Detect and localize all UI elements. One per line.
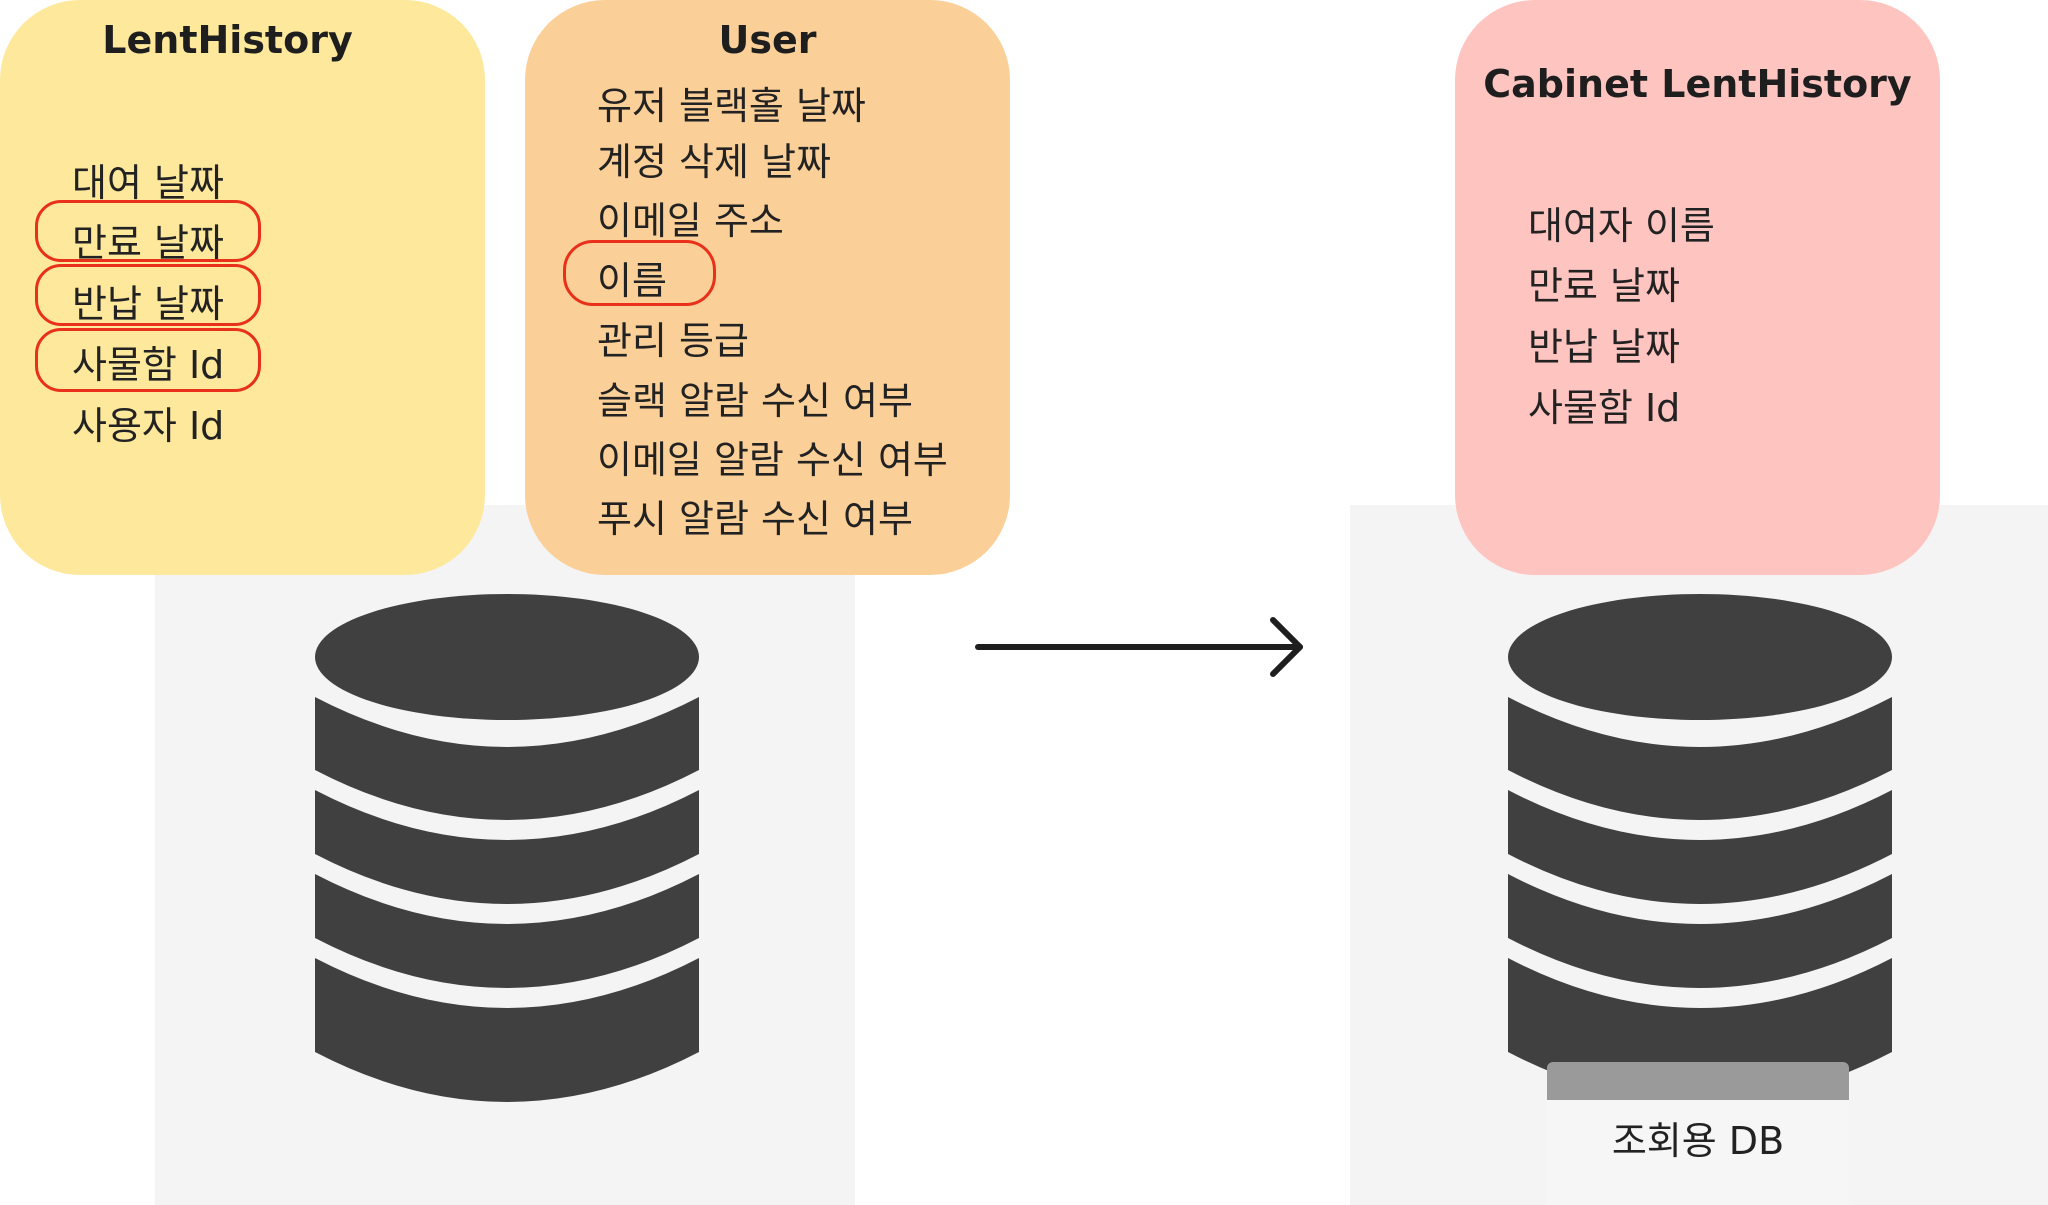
right-arrow-icon <box>975 617 1303 677</box>
cabinet-field: 대여자 이름 <box>1528 204 1715 248</box>
user-field: 이름 <box>597 259 667 303</box>
user-field: 유저 블랙홀 날짜 <box>597 84 866 128</box>
lenthistory-field: 사물함 Id <box>72 343 225 387</box>
lenthistory-field: 만료 날짜 <box>72 221 224 265</box>
user-field: 관리 등급 <box>597 319 749 363</box>
highlight-ring <box>35 328 261 392</box>
lenthistory-card-title: LentHistory <box>102 18 353 62</box>
user-field: 계정 삭제 날짜 <box>597 140 831 184</box>
user-field: 이메일 알람 수신 여부 <box>597 438 948 482</box>
user-card-title: User <box>718 18 817 62</box>
lenthistory-card: LentHistory 대여 날짜 만료 날짜 반납 날짜 사물함 Id 사용자… <box>0 0 485 575</box>
cabinet-lenthistory-card-title: Cabinet LentHistory <box>1483 62 1912 106</box>
cabinet-field: 만료 날짜 <box>1528 264 1680 308</box>
cabinet-lenthistory-card: Cabinet LentHistory 대여자 이름 만료 날짜 반납 날짜 사… <box>1455 0 1940 575</box>
cabinet-field: 사물함 Id <box>1528 386 1681 430</box>
database-icon <box>315 594 699 1102</box>
highlight-ring <box>35 264 261 326</box>
user-field: 슬랙 알람 수신 여부 <box>597 379 913 423</box>
database-icon <box>1508 594 1892 1102</box>
user-field: 푸시 알람 수신 여부 <box>597 497 913 541</box>
cabinet-field: 반납 날짜 <box>1528 325 1680 369</box>
highlight-ring <box>563 240 716 306</box>
user-field: 이메일 주소 <box>597 199 784 243</box>
db-label: 조회용 DB <box>1611 1119 1785 1163</box>
highlight-ring <box>35 200 261 262</box>
user-card: User 유저 블랙홀 날짜 계정 삭제 날짜 이메일 주소 이름 관리 등급 … <box>525 0 1010 575</box>
lenthistory-field: 사용자 Id <box>72 404 225 448</box>
lenthistory-field: 대여 날짜 <box>72 161 224 205</box>
lenthistory-field: 반납 날짜 <box>72 282 224 326</box>
db-label-box <box>1547 1062 1849 1205</box>
